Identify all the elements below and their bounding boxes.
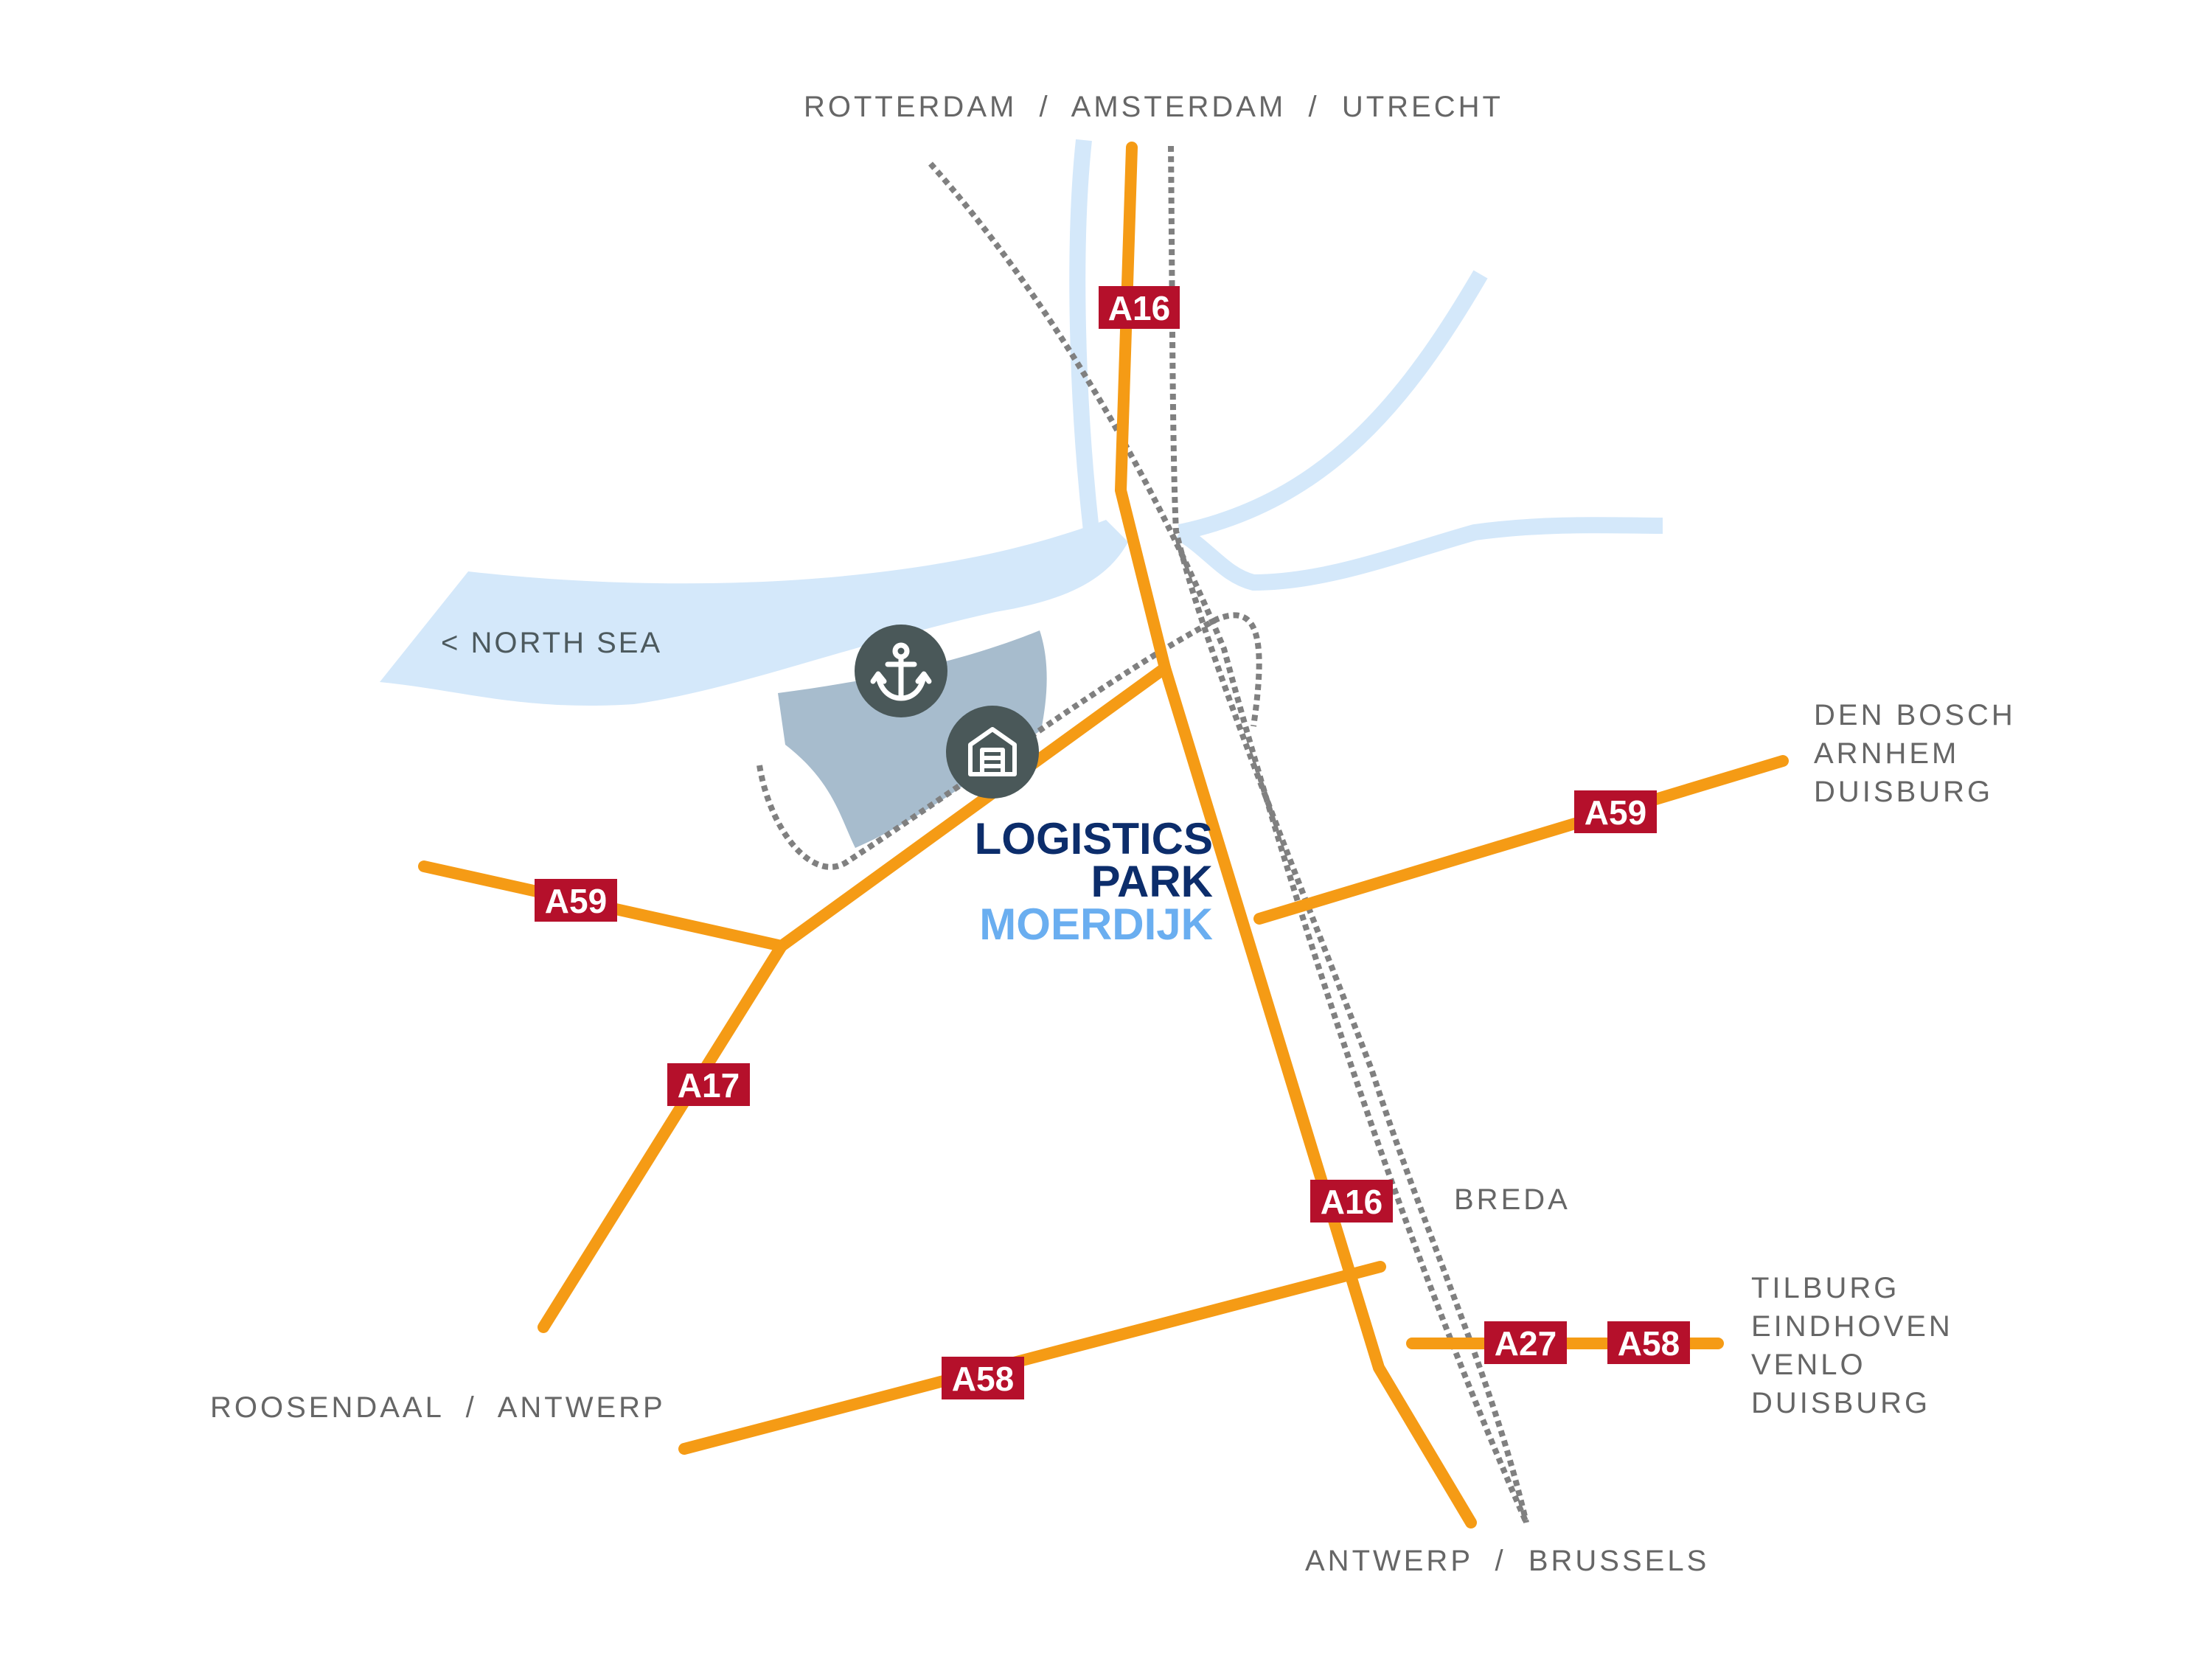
motorway-a59-east — [1253, 755, 1789, 925]
shield-background — [942, 1357, 1024, 1399]
road-shields: A16 A59 A59 A17 A16 A58 A27 A58 — [535, 286, 1690, 1399]
destination-line: DUISBURG — [1751, 1387, 1930, 1419]
road-shield-a59-east: A59 — [1574, 790, 1657, 833]
warehouse-icon — [968, 727, 1017, 776]
railway-layer — [757, 145, 1529, 1524]
road-shield-label: A16 — [1321, 1183, 1382, 1221]
road-shield-a16-north: A16 — [1099, 286, 1180, 329]
destination-line: DEN BOSCH — [1814, 699, 2016, 731]
road-shield-a17: A17 — [667, 1063, 750, 1106]
road-shield-label: A58 — [1618, 1324, 1680, 1363]
shield-background — [1607, 1321, 1690, 1364]
destination-breda: BREDA — [1454, 1183, 1571, 1216]
water-layer — [380, 139, 1663, 706]
park-marker[interactable] — [946, 706, 1039, 799]
river-east-channel — [1175, 517, 1663, 591]
motorway-a58 — [678, 1261, 1386, 1455]
destination-south: ANTWERP / BRUSSELS — [1305, 1545, 1709, 1577]
road-shield-a16-south: A16 — [1310, 1180, 1393, 1222]
destination-line: EINDHOVEN — [1751, 1310, 1953, 1343]
destination-line: ARNHEM — [1814, 737, 1959, 770]
road-shield-label: A27 — [1495, 1324, 1557, 1363]
motorway-a17 — [538, 940, 787, 1333]
destination-line: DUISBURG — [1814, 776, 1993, 808]
river-east-bend — [1178, 270, 1488, 540]
road-shield-a58-west: A58 — [942, 1357, 1024, 1399]
brand-line-logistics: LOGISTICS — [975, 814, 1213, 863]
brand-line-moerdijk: MOERDIJK — [979, 900, 1213, 949]
railway-east — [1168, 145, 1529, 1523]
road-shield-label: A17 — [678, 1066, 740, 1105]
road-shield-a27: A27 — [1484, 1321, 1567, 1364]
shield-background — [1099, 286, 1180, 329]
river-hollands-diep — [380, 520, 1128, 706]
railway-park-loop — [757, 612, 1262, 870]
destination-north: ROTTERDAM / AMSTERDAM / UTRECHT — [804, 91, 1503, 123]
road-shield-label: A16 — [1108, 289, 1170, 327]
road-shield-label: A59 — [545, 882, 607, 920]
destination-southwest: ROOSENDAAL / ANTWERP — [210, 1391, 666, 1424]
shield-background — [1310, 1180, 1393, 1222]
port-marker[interactable] — [855, 625, 947, 717]
railway-high-speed — [928, 161, 1529, 1524]
road-shield-label: A59 — [1585, 793, 1646, 832]
destination-east: TILBURG EINDHOVEN VENLO DUISBURG — [1751, 1272, 1953, 1419]
sea-label: < NORTH SEA — [441, 627, 662, 659]
road-shield-a59-west: A59 — [535, 879, 617, 922]
brand-line-park: PARK — [1091, 857, 1213, 906]
destination-northeast: DEN BOSCH ARNHEM DUISBURG — [1814, 699, 2016, 808]
shield-background — [1484, 1321, 1567, 1364]
brand-name: LOGISTICS PARK MOERDIJK — [975, 814, 1213, 949]
shield-background — [535, 879, 617, 922]
anchor-icon — [870, 642, 932, 701]
park-area — [778, 630, 1047, 848]
river-north-branch — [1069, 139, 1099, 532]
destination-line: TILBURG — [1751, 1272, 1899, 1304]
road-shield-a58-east: A58 — [1607, 1321, 1690, 1364]
destination-line: VENLO — [1751, 1349, 1866, 1381]
road-shield-label: A58 — [952, 1360, 1014, 1398]
shield-background — [667, 1063, 750, 1106]
shield-background — [1574, 790, 1657, 833]
